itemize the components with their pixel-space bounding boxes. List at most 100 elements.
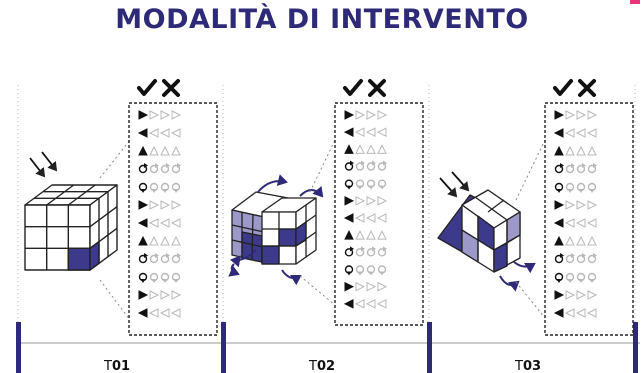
rotate-down-icon (355, 179, 365, 190)
rotate-down-icon (587, 182, 597, 193)
rotate-down-icon (554, 272, 564, 283)
arrow-left-icon (553, 128, 564, 138)
arrow-up-icon (565, 235, 575, 246)
rotate-down-icon (160, 182, 170, 193)
rotate-right-icon (576, 253, 586, 264)
check-icon (343, 79, 363, 96)
checklist-row (344, 230, 387, 240)
rotate-down-icon (554, 182, 564, 193)
checklist-border (334, 102, 424, 326)
checklist-row (138, 110, 182, 120)
rotate-right-icon (160, 253, 170, 264)
checklist-row (343, 213, 387, 223)
arrow-left-icon (365, 127, 376, 137)
checklist-row (554, 110, 598, 120)
arrow-right-icon (366, 281, 377, 292)
checklist-row (553, 308, 597, 318)
checklist-row (137, 308, 181, 318)
phase-divider (633, 322, 638, 373)
rotate-right-icon (587, 163, 597, 174)
arrow-right-icon (160, 290, 171, 300)
rotate-right-icon (366, 160, 376, 171)
arrow-left-icon (137, 128, 148, 138)
arrow-up-icon (149, 145, 159, 156)
arrow-left-icon (564, 218, 575, 228)
checklist-row (138, 163, 181, 174)
arrow-right-icon (565, 290, 576, 300)
move-checklist-t01 (128, 79, 218, 336)
checklist-row (554, 272, 597, 283)
rotate-right-icon (377, 246, 387, 257)
rotate-right-icon (366, 246, 376, 257)
checklist-row (554, 163, 597, 174)
rotate-right-icon (377, 160, 387, 171)
checklist-row (138, 182, 181, 193)
checklist-row (138, 290, 182, 300)
rotate-right-icon (554, 163, 564, 174)
cross-icon (368, 79, 386, 97)
arrow-left-icon (343, 127, 354, 137)
arrow-left-icon (159, 308, 170, 318)
arrow-right-icon (576, 200, 587, 210)
checklist-row (138, 235, 181, 246)
rotation-arrows (228, 174, 324, 286)
cross-icon (578, 79, 596, 97)
arrow-right-icon (149, 200, 160, 210)
arrow-up-icon (366, 144, 376, 154)
rotate-right-icon (171, 163, 181, 174)
checklist-row (554, 145, 597, 156)
arrow-right-icon (171, 200, 182, 210)
arrow-left-icon (575, 128, 586, 138)
arrow-up-icon (366, 230, 376, 240)
checklist-row (553, 218, 597, 228)
cube-solved (24, 184, 118, 271)
rotate-down-icon (171, 272, 181, 283)
rotate-right-icon (138, 163, 148, 174)
arrow-left-icon (575, 308, 586, 318)
checklist-row (344, 196, 388, 206)
arrow-right-icon (171, 110, 182, 120)
arrow-right-icon (576, 110, 587, 120)
arrow-right-icon (355, 110, 366, 120)
checklist-border (544, 102, 634, 336)
check-icon (553, 79, 573, 96)
arrow-right-icon (160, 110, 171, 120)
arrow-right-icon (149, 110, 160, 120)
checklist-row (344, 265, 387, 276)
arrow-up-icon (171, 145, 181, 156)
checklist-row (138, 253, 181, 264)
arrow-right-icon (344, 196, 355, 206)
rotate-right-icon (587, 253, 597, 264)
rotate-down-icon (565, 182, 575, 193)
cross-icon (162, 79, 180, 97)
rotate-right-icon (149, 163, 159, 174)
rotate-right-icon (565, 163, 575, 174)
rotate-right-icon (355, 246, 365, 257)
arrow-left-icon (564, 128, 575, 138)
arrow-up-icon (171, 235, 181, 246)
checklist-row (138, 200, 182, 210)
arrow-left-icon (159, 128, 170, 138)
checklist-row (344, 179, 387, 190)
arrow-left-icon (365, 299, 376, 309)
arrow-left-icon (170, 308, 181, 318)
rotate-down-icon (366, 179, 376, 190)
rotate-down-icon (138, 182, 148, 193)
timeline (16, 85, 640, 373)
arrow-up-icon (554, 145, 564, 156)
arrow-left-icon (564, 308, 575, 318)
arrow-left-icon (148, 308, 159, 318)
checklist-row (344, 246, 387, 257)
rotate-down-icon (576, 272, 586, 283)
rotate-down-icon (377, 179, 387, 190)
phase-label-t02: T02 (308, 359, 335, 373)
rotate-right-icon (171, 253, 181, 264)
rotate-right-icon (344, 160, 354, 171)
arrow-left-icon (586, 308, 597, 318)
arrow-right-icon (554, 200, 565, 210)
arrow-left-icon (365, 213, 376, 223)
rotate-down-icon (149, 182, 159, 193)
arrow-right-icon (377, 110, 388, 120)
cube-tilted (437, 189, 521, 273)
